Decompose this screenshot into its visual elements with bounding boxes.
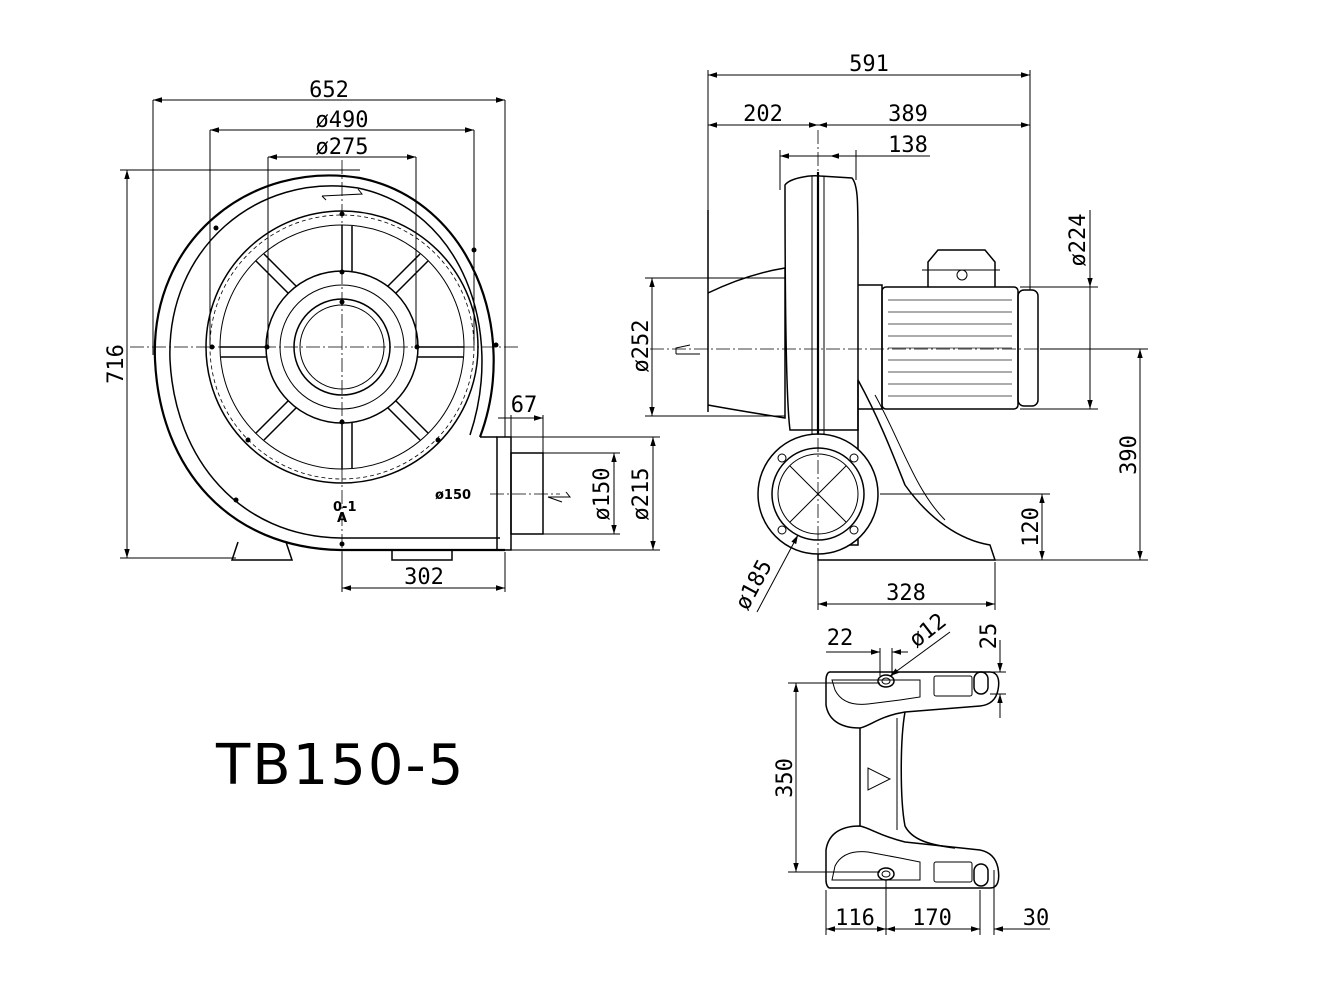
dim-base-hole-dia: ø12: [905, 609, 952, 653]
dim-base-left-offset: 116: [835, 906, 875, 931]
model-title: TB150-5: [215, 733, 465, 798]
dim-front-height: 716: [104, 344, 129, 384]
dim-side-outlet-height: 120: [1019, 507, 1044, 547]
dim-housing-dia: ø490: [316, 108, 369, 133]
dim-inlet-dia: ø275: [316, 135, 369, 160]
dim-side-motor-dia: ø224: [1066, 214, 1091, 267]
dim-outlet-dia: ø150: [590, 468, 615, 521]
dim-outlet-length: 67: [511, 393, 538, 418]
dim-outlet-offset: 302: [404, 565, 444, 590]
dim-side-overall: 591: [849, 52, 889, 77]
dim-side-inlet-dia: ø252: [629, 320, 654, 373]
dim-base-width: 350: [773, 758, 798, 798]
side-view: 591 202 389 138 ø224 ø252 390 120: [629, 52, 1148, 614]
dim-flange-dia: ø215: [629, 468, 654, 521]
front-view: ø150 0-1 A 652 ø490 ø275 716 67 ø150: [104, 78, 660, 592]
rotation-sub-label: A: [337, 511, 347, 526]
dim-front-width: 652: [309, 78, 349, 103]
dim-base-slot-width: 22: [827, 626, 854, 651]
dim-side-outlet-dia: ø185: [731, 556, 778, 615]
dim-base-hole-spacing: 170: [912, 906, 952, 931]
dim-side-base: 328: [886, 581, 926, 606]
outlet-size-label: ø150: [435, 488, 471, 503]
rotation-label: 0-1: [333, 500, 357, 515]
dim-side-motor: 389: [888, 102, 928, 127]
dim-side-inlet: 202: [743, 102, 783, 127]
dim-base-right-offset: 30: [1023, 906, 1050, 931]
dim-side-center-height: 390: [1117, 435, 1142, 475]
base-view: 22 ø12 25 350 116 170 30: [773, 609, 1050, 935]
dim-side-housing: 138: [888, 133, 928, 158]
dim-base-slot-depth: 25: [977, 623, 1002, 650]
